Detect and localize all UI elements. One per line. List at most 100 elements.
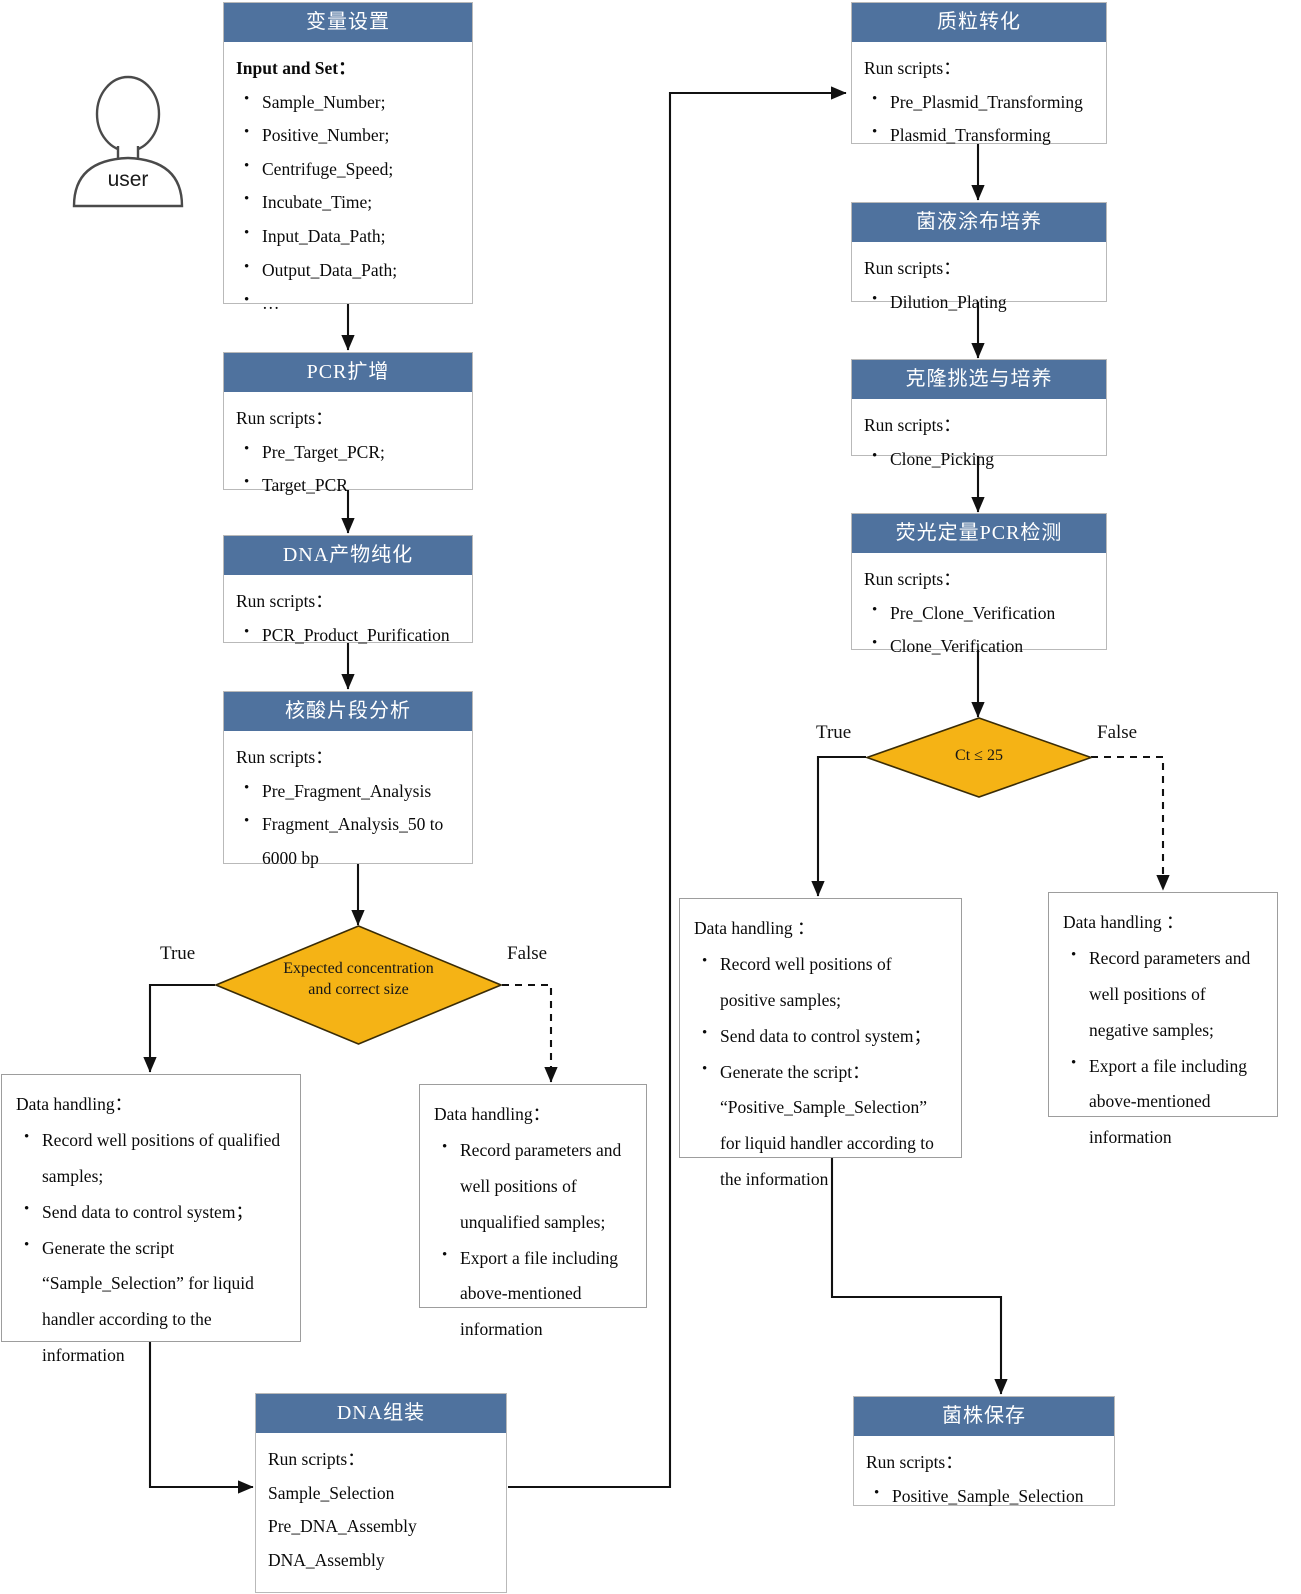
node-variable-setup-list: Sample_Number; Positive_Number; Centrifu… [236, 85, 462, 321]
node-pcr-amplification-body: Run scripts： Pre_Target_PCR; Target_PCR [224, 392, 472, 513]
node-dilution-plating-body: Run scripts： Dilution_Plating [852, 242, 1106, 329]
node-dna-assembly[interactable]: DNA组装 Run scripts： Sample_Selection Pre_… [255, 1393, 507, 1593]
list-item: Pre_Clone_Verification [872, 596, 1096, 631]
node-fragment-analysis[interactable]: 核酸片段分析 Run scripts： Pre_Fragment_Analysi… [223, 691, 473, 868]
data-box-negative[interactable]: Data handling ： Record parameters and we… [1048, 892, 1278, 1147]
node-dna-assembly-list: Sample_Selection Pre_DNA_Assembly DNA_As… [268, 1477, 496, 1578]
list-item: Export a file including above-mentioned … [1071, 1048, 1265, 1157]
node-clone-picking-lead: Run scripts： [864, 415, 961, 435]
node-pcr-amplification[interactable]: PCR扩增 Run scripts： Pre_Target_PCR; Targe… [223, 352, 473, 497]
list-item: Pre_Plasmid_Transforming [872, 85, 1096, 120]
data-box-positive-lead: Data handling ： [694, 918, 815, 938]
data-box-unqualified-lead: Data handling： [434, 1104, 551, 1124]
node-dilution-plating-list: Dilution_Plating [864, 285, 1096, 320]
decision-ct-check[interactable]: Ct ≤ 25 [866, 717, 1092, 798]
node-dna-purification-list: PCR_Product_Purification [236, 618, 462, 653]
data-box-qualified-list: Record well positions of qualified sampl… [16, 1122, 288, 1375]
node-pcr-amplification-list: Pre_Target_PCR; Target_PCR [236, 435, 462, 503]
user-label: user [107, 168, 149, 191]
list-item: Positive_Number; [244, 118, 462, 153]
node-strain-preservation[interactable]: 菌株保存 Run scripts： Positive_Sample_Select… [853, 1396, 1115, 1507]
node-plasmid-transformation-lead: Run scripts： [864, 58, 961, 78]
list-item: Input_Data_Path; [244, 219, 462, 254]
list-item: Send data to control system； [24, 1194, 288, 1231]
node-fragment-analysis-title: 核酸片段分析 [224, 692, 472, 731]
list-item: Plasmid_Transforming [872, 118, 1096, 153]
edge-decision-true [143, 983, 215, 1073]
node-fragment-analysis-body: Run scripts： Pre_Fragment_Analysis Fragm… [224, 731, 472, 885]
data-box-qualified[interactable]: Data handling： Record well positions of … [1, 1074, 301, 1365]
node-clone-picking[interactable]: 克隆挑选与培养 Run scripts： Clone_Picking [851, 359, 1107, 470]
edge-label-false-ct: False [1097, 722, 1138, 743]
node-variable-setup[interactable]: 变量设置 Input and Set： Sample_Number; Posit… [223, 2, 473, 315]
node-dilution-plating-lead: Run scripts： [864, 258, 961, 278]
data-box-unqualified[interactable]: Data handling： Record parameters and wel… [419, 1084, 647, 1339]
list-item: Output_Data_Path; [244, 253, 462, 288]
list-item: Incubate_Time; [244, 185, 462, 220]
node-variable-setup-lead: Input and Set： [236, 58, 356, 78]
list-item: Clone_Verification [872, 629, 1096, 664]
node-fragment-analysis-list: Pre_Fragment_Analysis Fragment_Analysis_… [236, 774, 462, 876]
edge-label-true-ct: True [816, 722, 852, 743]
node-dna-assembly-lead: Run scripts： [268, 1449, 365, 1469]
list-item: DNA_Assembly [268, 1549, 385, 1570]
node-pcr-amplification-lead: Run scripts： [236, 408, 333, 428]
list-item: Record well positions of positive sample… [702, 946, 949, 1019]
node-variable-setup-body: Input and Set： Sample_Number; Positive_N… [224, 42, 472, 331]
list-item: Record well positions of qualified sampl… [24, 1122, 288, 1195]
list-item: … [244, 286, 462, 321]
list-item: Generate the script： “Positive_Sample_Se… [702, 1054, 949, 1199]
data-box-positive[interactable]: Data handling ： Record well positions of… [679, 898, 962, 1189]
data-box-unqualified-list: Record parameters and well positions of … [434, 1132, 634, 1349]
list-item: Pre_Fragment_Analysis [244, 774, 462, 809]
node-dna-purification-title: DNA产物纯化 [224, 536, 472, 575]
node-strain-preservation-list: Positive_Sample_Selection [866, 1479, 1104, 1514]
node-plasmid-transformation-body: Run scripts： Pre_Plasmid_Transforming Pl… [852, 42, 1106, 163]
node-fragment-analysis-lead: Run scripts： [236, 747, 333, 767]
list-item: Fragment_Analysis_50 to 6000 bp [244, 807, 462, 875]
edge-label-false-concentration: False [507, 943, 548, 964]
node-dna-assembly-body: Run scripts： Sample_Selection Pre_DNA_As… [256, 1433, 506, 1592]
node-dilution-plating[interactable]: 菌液涂布培养 Run scripts： Dilution_Plating [851, 202, 1107, 313]
node-qpcr-detection[interactable]: 荧光定量PCR检测 Run scripts： Pre_Clone_Verific… [851, 513, 1107, 658]
list-item: Export a file including above-mentioned … [442, 1240, 634, 1349]
node-clone-picking-body: Run scripts： Clone_Picking [852, 399, 1106, 486]
list-item: Sample_Selection [268, 1482, 395, 1503]
node-qpcr-detection-body: Run scripts： Pre_Clone_Verification Clon… [852, 553, 1106, 674]
node-dna-purification-body: Run scripts： PCR_Product_Purification [224, 575, 472, 662]
user-avatar-icon: user [66, 74, 190, 208]
list-item: Positive_Sample_Selection [874, 1479, 1104, 1514]
node-qpcr-detection-title: 荧光定量PCR检测 [852, 514, 1106, 553]
node-dna-assembly-title: DNA组装 [256, 1394, 506, 1433]
node-strain-preservation-lead: Run scripts： [866, 1452, 963, 1472]
data-box-negative-list: Record parameters and well positions of … [1063, 940, 1265, 1157]
list-item: Clone_Picking [872, 442, 1096, 477]
data-box-negative-lead: Data handling ： [1063, 912, 1184, 932]
node-variable-setup-title: 变量设置 [224, 3, 472, 42]
node-qpcr-detection-list: Pre_Clone_Verification Clone_Verificatio… [864, 596, 1096, 664]
node-qpcr-detection-lead: Run scripts： [864, 569, 961, 589]
list-item: Record parameters and well positions of … [442, 1132, 634, 1241]
list-item: Target_PCR [244, 468, 462, 503]
edge-ct-true [811, 755, 866, 897]
data-box-qualified-lead: Data handling： [16, 1094, 133, 1114]
node-plasmid-transformation-list: Pre_Plasmid_Transforming Plasmid_Transfo… [864, 85, 1096, 153]
list-item: Dilution_Plating [872, 285, 1096, 320]
edge-decision-false [502, 983, 558, 1083]
edge-label-true-concentration: True [160, 943, 196, 964]
node-dilution-plating-title: 菌液涂布培养 [852, 203, 1106, 242]
node-dna-purification-lead: Run scripts： [236, 591, 333, 611]
list-item: PCR_Product_Purification [244, 618, 462, 653]
list-item: Sample_Number; [244, 85, 462, 120]
node-strain-preservation-title: 菌株保存 [854, 1397, 1114, 1436]
list-item: Centrifuge_Speed; [244, 152, 462, 187]
list-item: Pre_Target_PCR; [244, 435, 462, 470]
node-dna-purification[interactable]: DNA产物纯化 Run scripts： PCR_Product_Purific… [223, 535, 473, 646]
list-item: Generate the script “Sample_Selection” f… [24, 1230, 288, 1375]
decision-concentration-check[interactable]: Expected concentration and correct size [215, 925, 502, 1045]
data-box-positive-list: Record well positions of positive sample… [694, 946, 949, 1199]
node-plasmid-transformation[interactable]: 质粒转化 Run scripts： Pre_Plasmid_Transformi… [851, 2, 1107, 147]
node-strain-preservation-body: Run scripts： Positive_Sample_Selection [854, 1436, 1114, 1523]
node-clone-picking-list: Clone_Picking [864, 442, 1096, 477]
